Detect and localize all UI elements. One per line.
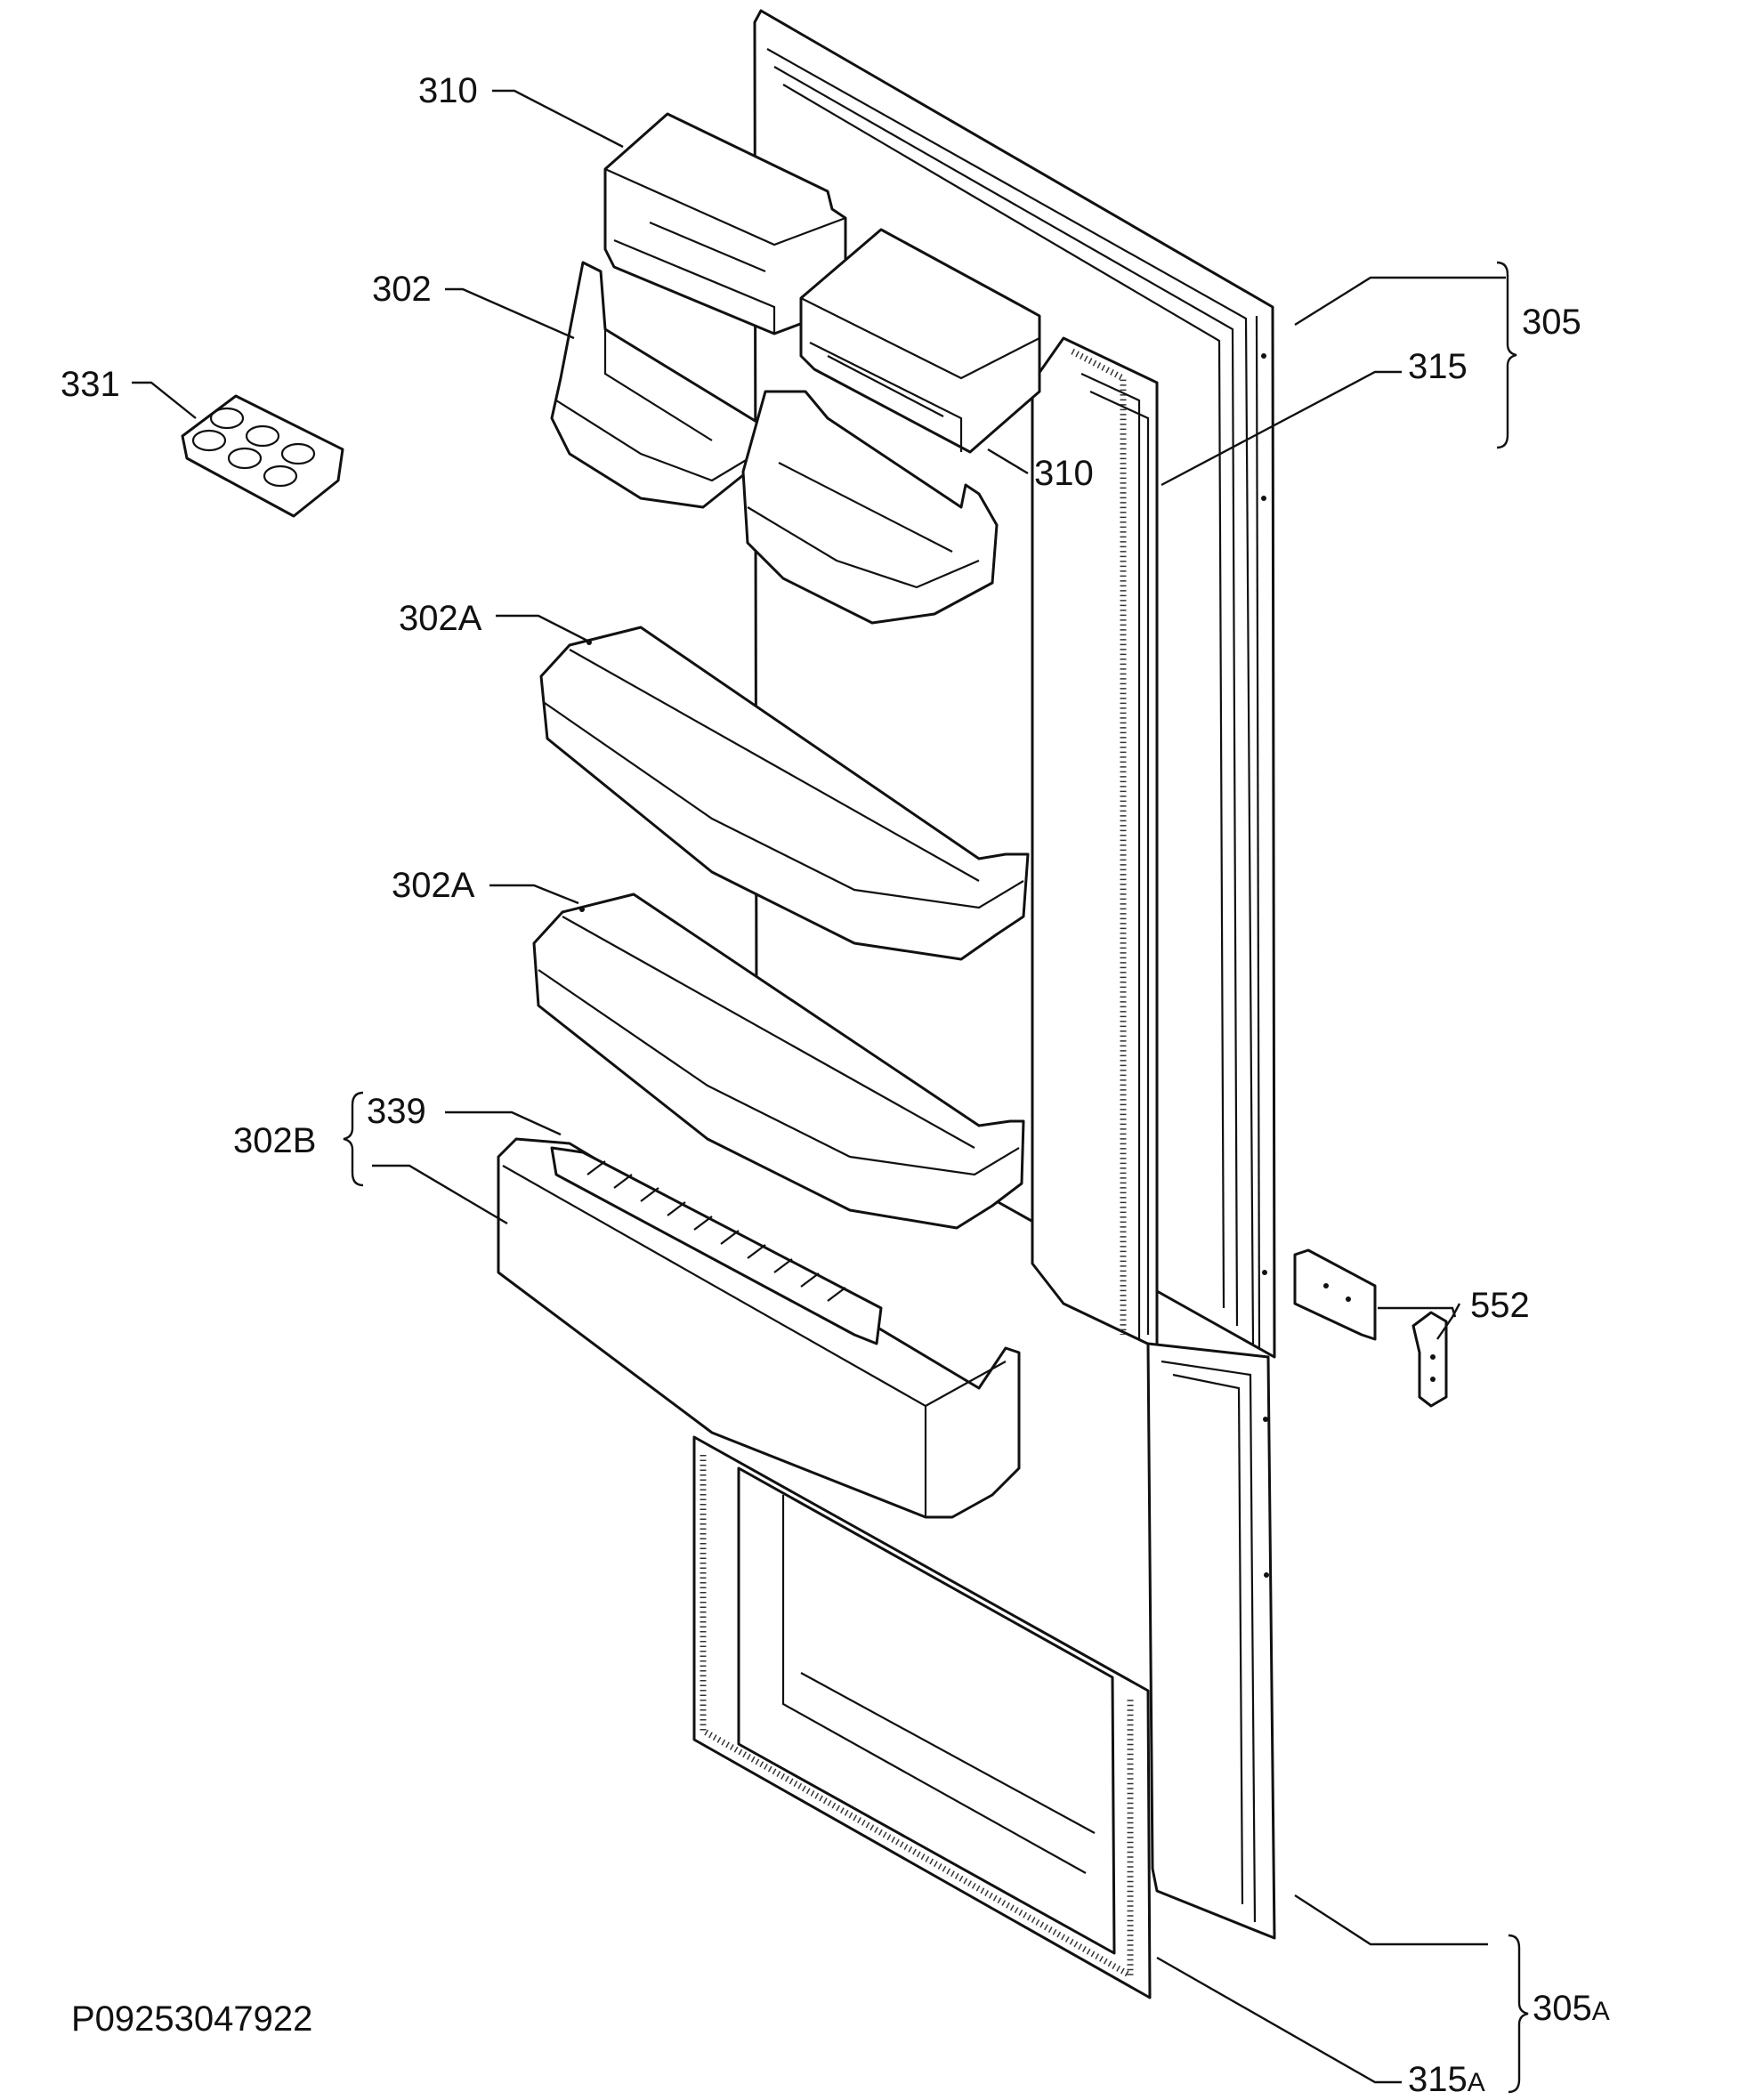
brace-302B <box>343 1091 364 1187</box>
label-305A: 305A <box>1533 1989 1610 2028</box>
hinge-552 <box>1293 1248 1448 1408</box>
egg-tray-331 <box>181 394 344 518</box>
label-552: 552 <box>1470 1286 1530 1325</box>
lower-door <box>1146 1342 1276 1940</box>
label-305A-suffix: A <box>1592 1997 1610 2026</box>
brace-305A <box>1508 1934 1529 2094</box>
lower-door-gasket <box>692 1435 1152 1999</box>
door-box-310-right <box>799 228 1041 454</box>
label-315A: 315A <box>1408 2060 1485 2099</box>
label-331: 331 <box>61 365 120 404</box>
label-310-right: 310 <box>1034 454 1094 493</box>
leader-lines <box>132 89 1506 2084</box>
label-315A-number: 315 <box>1408 2060 1468 2099</box>
label-302B: 302B <box>233 1121 316 1160</box>
door-shelf-302A-lower <box>532 892 1025 1230</box>
door-box-310-left <box>603 112 847 335</box>
upper-door-gasket <box>1031 336 1159 1350</box>
label-305A-number: 305 <box>1533 1989 1592 2028</box>
label-302: 302 <box>372 270 432 309</box>
drawing-code: P09253047922 <box>71 1999 312 2039</box>
label-315A-suffix: A <box>1468 2068 1485 2097</box>
label-310-top: 310 <box>418 71 478 110</box>
bottle-retainer-339 <box>550 1146 883 1345</box>
label-305: 305 <box>1522 303 1581 342</box>
label-302A-lower: 302A <box>392 866 475 905</box>
door-shelf-302-right <box>741 390 999 625</box>
bottle-shelf-302B <box>497 1137 1021 1519</box>
door-shelf-302A-upper <box>539 626 1030 961</box>
label-339: 339 <box>367 1092 426 1131</box>
label-315: 315 <box>1408 347 1468 386</box>
label-302A-upper: 302A <box>399 599 482 638</box>
brace-305 <box>1496 261 1517 449</box>
